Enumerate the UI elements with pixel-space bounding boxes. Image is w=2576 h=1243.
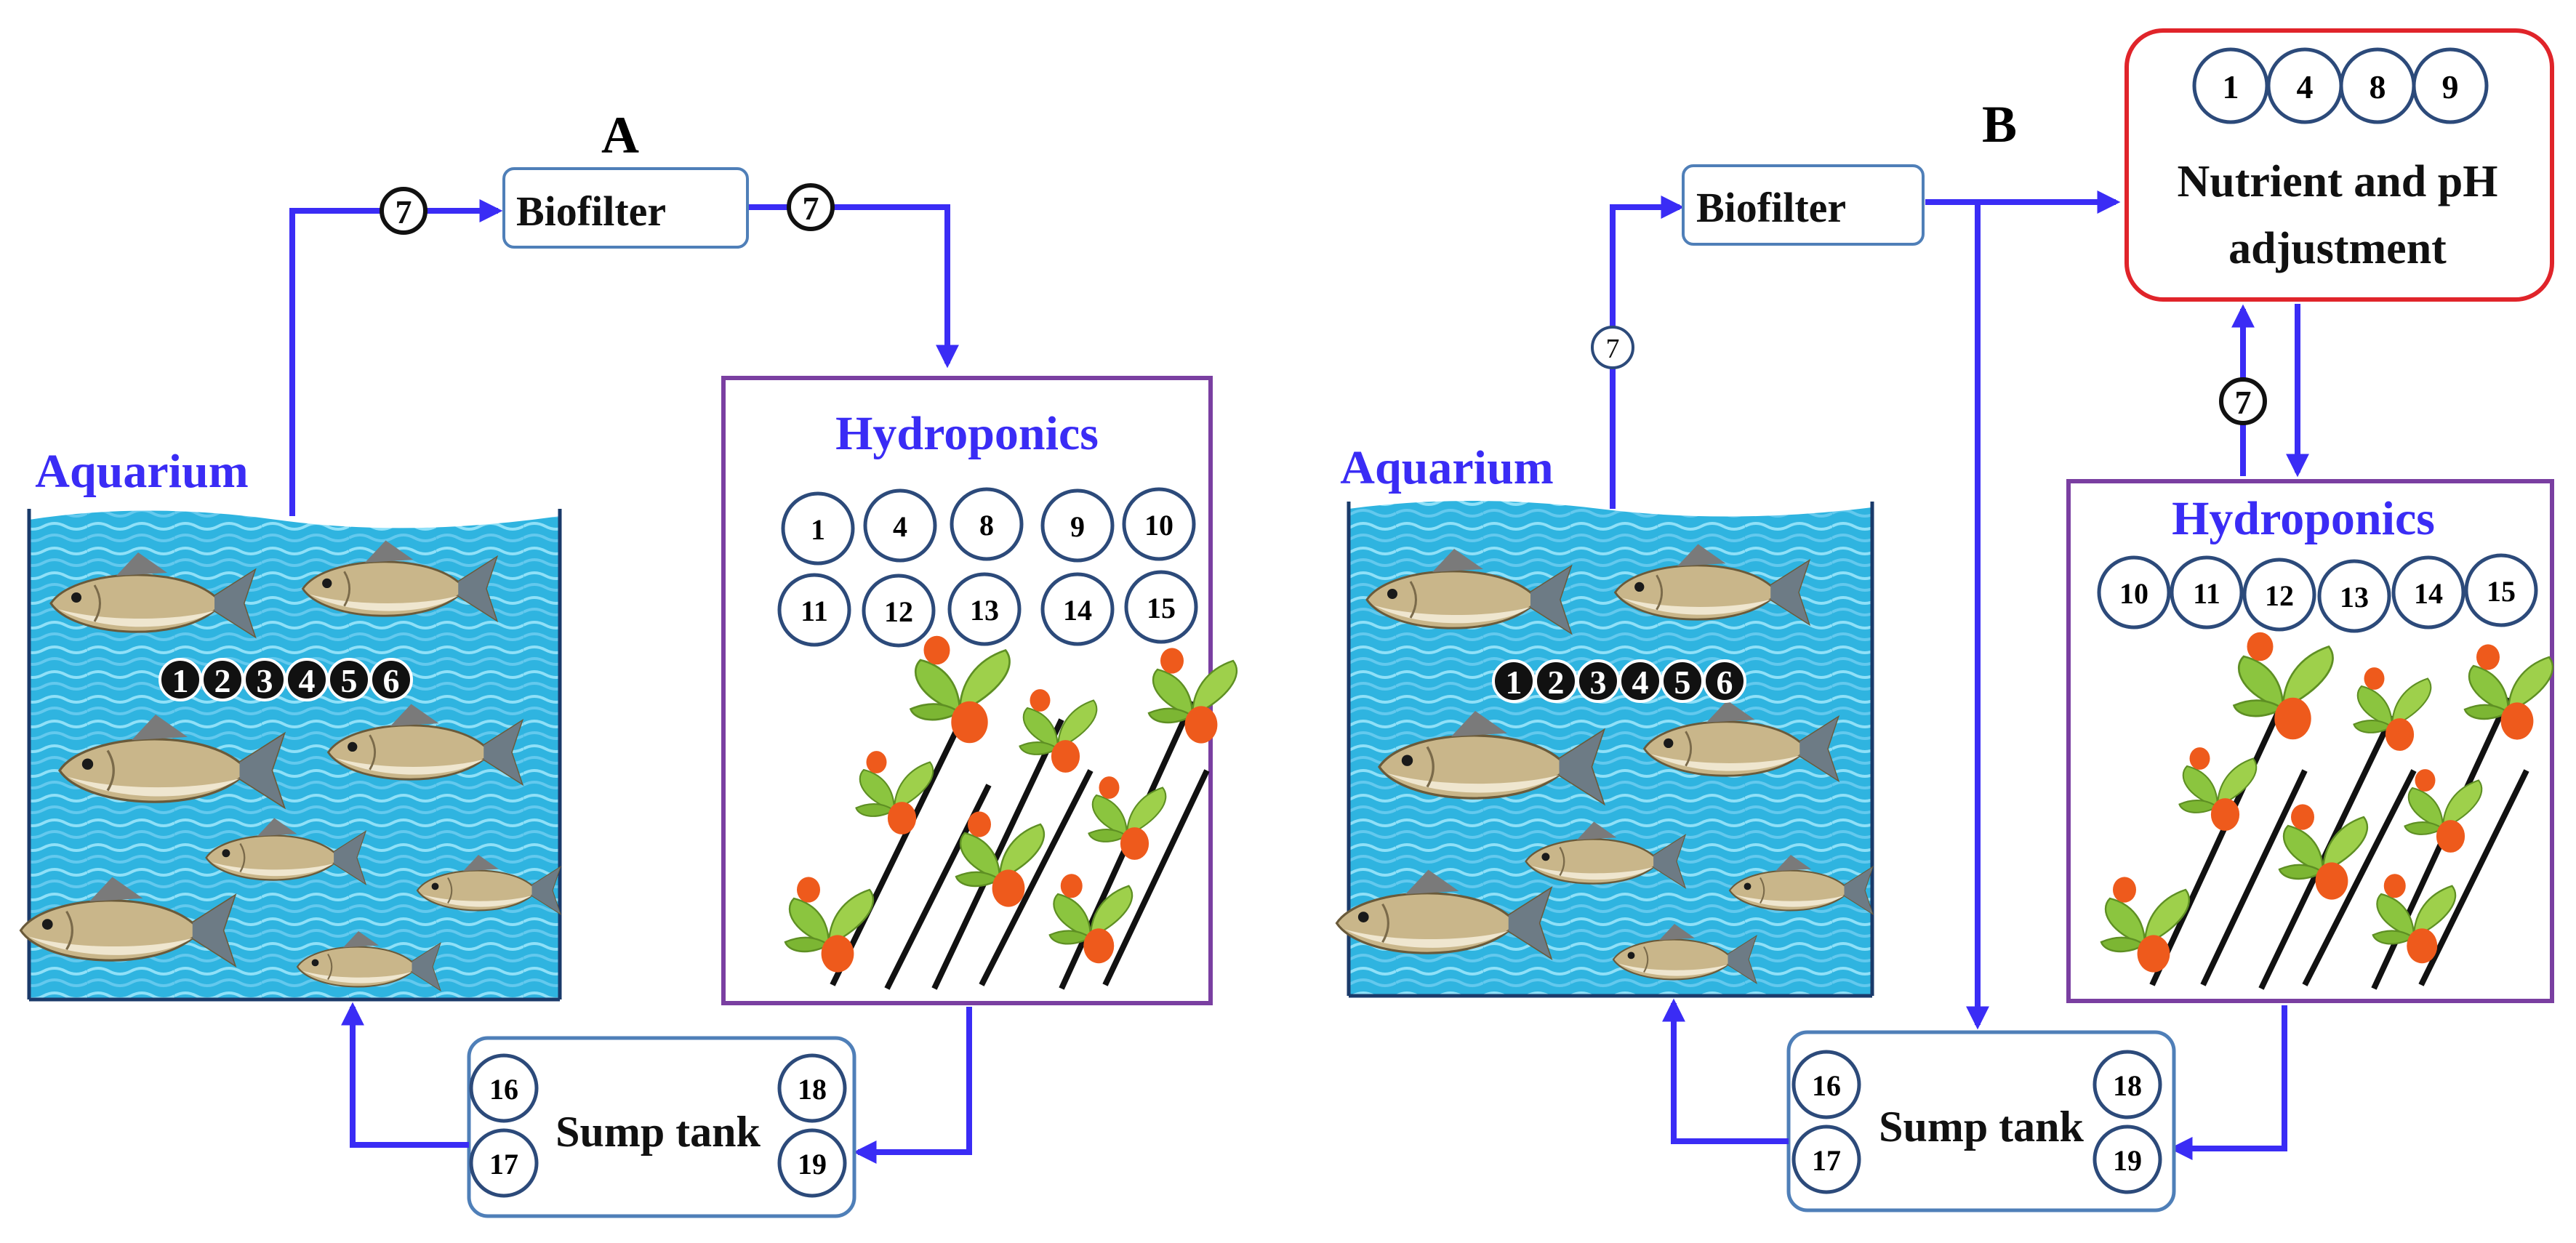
panel-letter-a: A	[601, 106, 639, 164]
svg-text:8: 8	[2370, 68, 2386, 105]
sump-tank-b: Sump tank 16 17 18 19	[1786, 1030, 2176, 1212]
badge-a-1: 1	[159, 658, 202, 701]
biofilter-box-a: Biofilter	[502, 167, 749, 249]
svg-text:10: 10	[2119, 577, 2148, 610]
sump-tank-a: Sump tank 16 17 18 19	[467, 1036, 856, 1218]
svg-text:2: 2	[1548, 664, 1565, 701]
badge-b-6: 6	[1703, 659, 1746, 703]
svg-text:1: 1	[2223, 68, 2239, 105]
svg-text:11: 11	[801, 595, 828, 627]
svg-text:13: 13	[2340, 581, 2369, 614]
svg-text:15: 15	[1147, 592, 1176, 624]
flow-badge-b-1: 7	[1591, 326, 1634, 369]
svg-text:9: 9	[1070, 510, 1085, 543]
svg-text:13: 13	[970, 594, 999, 627]
svg-text:18: 18	[798, 1073, 827, 1106]
badge-a-4: 4	[285, 658, 329, 701]
flow-badge-a-2: 7	[787, 183, 835, 231]
svg-text:17: 17	[489, 1148, 518, 1180]
hydro-a-row1: 1 4 8 9 10	[781, 487, 1196, 566]
nutrient-box-b: 1 4 8 9 Nutrient and pH adjustment	[2124, 28, 2554, 302]
svg-text:4: 4	[1632, 664, 1649, 701]
hydroponics-label-b: Hydroponics	[2172, 492, 2435, 545]
svg-text:7: 7	[1606, 334, 1620, 364]
hydroponics-box-a: Hydroponics 1 4 8 9 10 11 12 13 14 15	[721, 376, 1238, 1005]
hydroponics-label-a: Hydroponics	[835, 407, 1099, 460]
badge-a-3: 3	[243, 658, 286, 701]
svg-text:1: 1	[1506, 664, 1522, 701]
svg-text:12: 12	[2265, 579, 2294, 612]
svg-text:7: 7	[396, 193, 412, 230]
flow-biofilter-to-hydroponics-a	[749, 204, 959, 369]
flow-badge-b-2: 7	[2219, 377, 2267, 425]
svg-text:4: 4	[299, 662, 316, 699]
badge-b-3: 3	[1576, 659, 1620, 703]
hydro-a-row2: 11 12 13 14 15	[777, 570, 1198, 648]
svg-text:8: 8	[979, 509, 994, 542]
biofilter-box-b: Biofilter	[1682, 164, 1925, 246]
hydro-a-plants	[784, 635, 1238, 990]
svg-text:15: 15	[2487, 575, 2516, 608]
svg-text:10: 10	[1144, 509, 1173, 542]
svg-text:1: 1	[172, 662, 189, 699]
svg-text:1: 1	[811, 513, 825, 546]
svg-text:14: 14	[1063, 594, 1092, 627]
svg-text:17: 17	[1812, 1144, 1841, 1177]
nutrient-label-line2: adjustment	[2228, 224, 2447, 273]
badge-a-5: 5	[327, 658, 371, 701]
badge-a-2: 2	[201, 658, 244, 701]
svg-text:3: 3	[257, 662, 273, 699]
svg-text:16: 16	[1812, 1069, 1841, 1102]
flow-hydroponics-to-sump-b	[2169, 1005, 2287, 1160]
flow-badge-a-1: 7	[380, 187, 428, 235]
flow-aquarium-to-biofilter-a	[289, 199, 503, 516]
panel-a: A Aquarium 1 2 3 4 5 6	[19, 106, 1238, 1218]
svg-text:4: 4	[893, 510, 907, 543]
hydro-b-row1: 10 11 12 13 14 15	[2097, 553, 2538, 633]
panel-letter-b: B	[1982, 95, 2017, 153]
badge-b-1: 1	[1492, 659, 1536, 703]
svg-text:Biofilter: Biofilter	[516, 188, 666, 235]
flow-sump-to-aquarium-a	[341, 1002, 469, 1148]
badge-a-6: 6	[369, 658, 413, 701]
svg-text:19: 19	[798, 1148, 827, 1180]
panel-b: B Aquarium 1 2 3 4 5 6	[1335, 28, 2554, 1212]
svg-text:5: 5	[1674, 664, 1691, 701]
aquarium-tank-a	[19, 509, 562, 1002]
svg-text:16: 16	[489, 1073, 518, 1106]
nutrient-label-line1: Nutrient and pH	[2178, 157, 2498, 206]
aquarium-label-a: Aquarium	[35, 445, 248, 498]
flow-aquarium-to-biofilter-b	[1610, 196, 1685, 509]
flow-hydroponics-to-sump-a	[853, 1007, 972, 1164]
svg-text:14: 14	[2414, 577, 2443, 610]
svg-text:7: 7	[2235, 384, 2252, 421]
badge-b-2: 2	[1534, 659, 1578, 703]
svg-text:3: 3	[1590, 664, 1607, 701]
svg-text:9: 9	[2442, 68, 2459, 105]
svg-text:Sump tank: Sump tank	[555, 1108, 761, 1156]
hydroponics-box-b: Hydroponics 10 11 12 13 14 15	[2066, 479, 2554, 1003]
svg-text:18: 18	[2113, 1069, 2142, 1102]
aquarium-badges-b: 1 2 3 4 5 6	[1492, 659, 1746, 703]
aquarium-badges-a: 1 2 3 4 5 6	[159, 658, 413, 701]
svg-text:2: 2	[214, 662, 231, 699]
badge-b-5: 5	[1661, 659, 1704, 703]
svg-text:6: 6	[1717, 664, 1733, 701]
svg-text:12: 12	[884, 595, 913, 628]
svg-text:19: 19	[2113, 1144, 2142, 1177]
badge-b-4: 4	[1618, 659, 1662, 703]
aquarium-tank-b	[1335, 501, 1874, 998]
svg-text:Biofilter: Biofilter	[1696, 184, 1846, 231]
svg-text:4: 4	[2297, 68, 2314, 105]
flow-sump-to-aquarium-b	[1662, 998, 1789, 1144]
svg-text:7: 7	[803, 190, 819, 227]
aquarium-label-b: Aquarium	[1340, 441, 1553, 494]
svg-text:6: 6	[383, 662, 400, 699]
svg-text:11: 11	[2193, 577, 2220, 610]
hydro-b-plants	[2100, 631, 2554, 990]
svg-text:5: 5	[341, 662, 358, 699]
svg-text:Sump tank: Sump tank	[1879, 1103, 2084, 1151]
